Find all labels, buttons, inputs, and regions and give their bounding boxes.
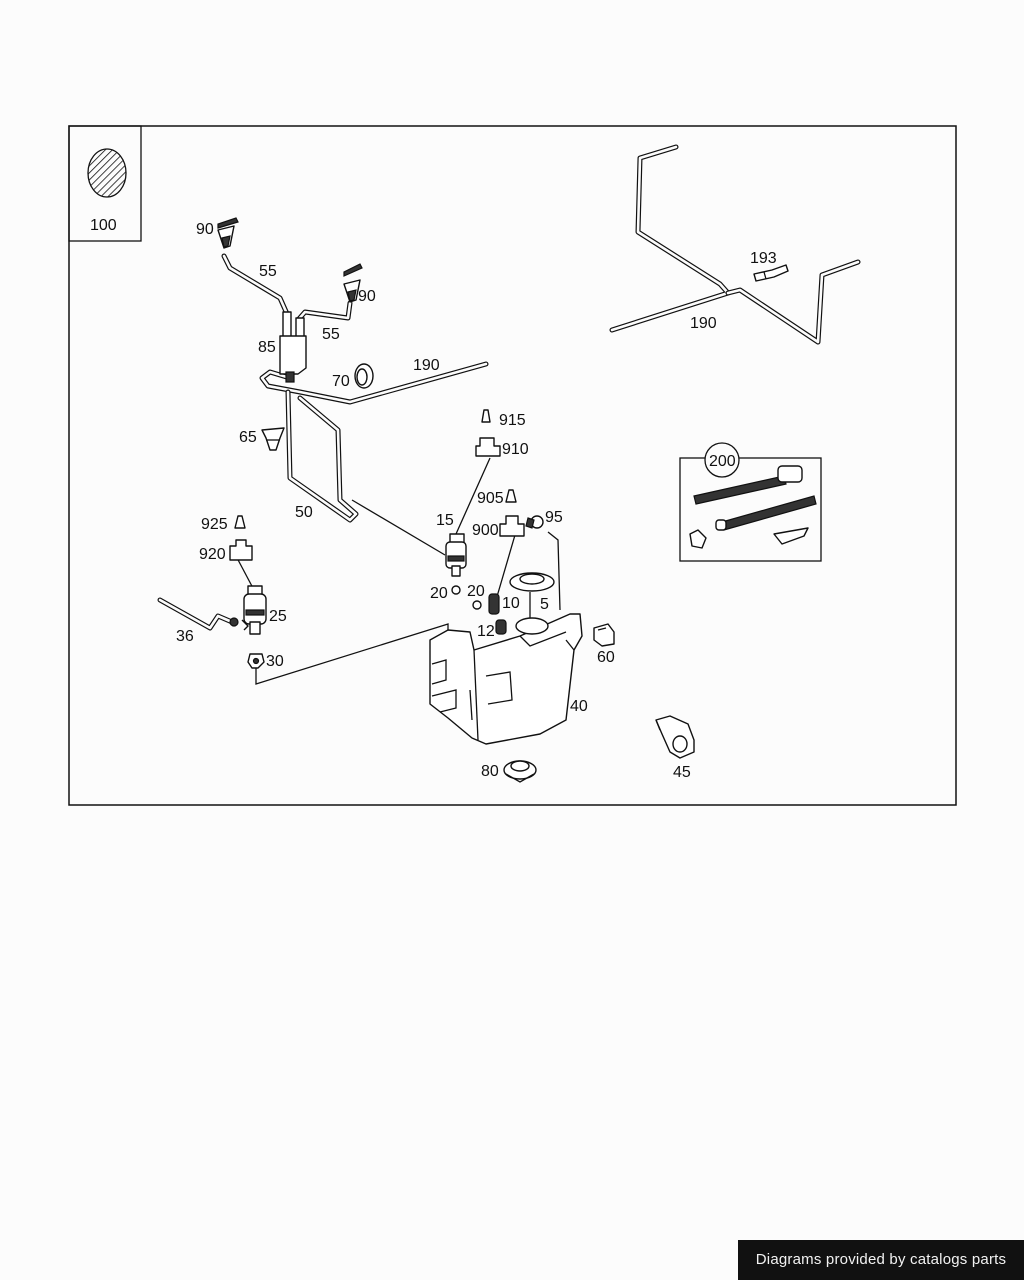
callout-925: 925: [201, 516, 228, 533]
callout-55-left: 55: [259, 263, 277, 280]
callout-5: 5: [540, 596, 549, 613]
callout-45: 45: [673, 764, 691, 781]
callout-15: 15: [436, 512, 454, 529]
grommet-70: [354, 363, 374, 389]
clip-65: [261, 427, 285, 451]
pump-15: [445, 533, 467, 577]
part-100-inset: [68, 125, 142, 242]
callout-55-right: 55: [322, 326, 340, 343]
callout-20-left: 20: [430, 585, 448, 602]
screw-95: [525, 515, 544, 529]
kit-200-badge: [704, 442, 740, 478]
sensor-10: [488, 593, 500, 615]
callout-36: 36: [176, 628, 194, 645]
nozzle-90-left: [217, 217, 239, 249]
callout-60: 60: [597, 649, 615, 666]
grommet-80: [503, 760, 537, 783]
seal-12: [495, 619, 507, 635]
hose-lines: [157, 144, 861, 685]
callout-190-main: 190: [413, 357, 440, 374]
callout-193: 193: [750, 250, 777, 267]
callout-50: 50: [295, 504, 313, 521]
callout-10: 10: [502, 595, 520, 612]
callout-90-right: 90: [358, 288, 376, 305]
pump-25: [241, 585, 267, 635]
callout-85: 85: [258, 339, 276, 356]
clip-60: [593, 623, 615, 647]
callout-25: 25: [269, 608, 287, 625]
callout-900: 900: [472, 522, 499, 539]
diagram-frame: [68, 125, 957, 806]
callout-200: 200: [709, 453, 736, 470]
filler-cap-5: [509, 572, 555, 618]
callout-65: 65: [239, 429, 257, 446]
callout-100: 100: [90, 217, 117, 234]
callout-12: 12: [477, 623, 495, 640]
cap-920: [229, 539, 253, 561]
hatched-sample-icon: [87, 148, 127, 198]
callout-190-upper: 190: [690, 315, 717, 332]
connector-193: [753, 264, 789, 282]
callout-90-left: 90: [196, 221, 214, 238]
callout-905: 905: [477, 490, 504, 507]
callout-915: 915: [499, 412, 526, 429]
connector-85: [279, 311, 307, 383]
kit-200: [679, 442, 822, 562]
callout-70: 70: [332, 373, 350, 390]
cap-900: [499, 515, 525, 537]
bracket-45: [655, 715, 695, 759]
nozzle-90-right: [343, 263, 363, 303]
callout-910: 910: [502, 441, 529, 458]
credit-footer: Diagrams provided by catalogs parts: [738, 1240, 1024, 1280]
callout-30: 30: [266, 653, 284, 670]
washer-20-right: [472, 600, 482, 610]
washer-20-left: [451, 585, 461, 595]
callout-20-right: 20: [467, 583, 485, 600]
seal-905: [505, 489, 517, 503]
callout-95: 95: [545, 509, 563, 526]
callout-labels: 100 90 55 90 55 85 70 190 65 915 910 50 …: [90, 217, 777, 781]
nut-30: [247, 653, 265, 669]
seal-925: [234, 515, 246, 529]
fitting-36: [229, 617, 239, 627]
callout-920: 920: [199, 546, 226, 563]
seal-915: [481, 409, 491, 423]
washer-tank-40: [429, 613, 583, 745]
callout-80: 80: [481, 763, 499, 780]
cap-910: [475, 437, 501, 457]
callout-40: 40: [570, 698, 588, 715]
